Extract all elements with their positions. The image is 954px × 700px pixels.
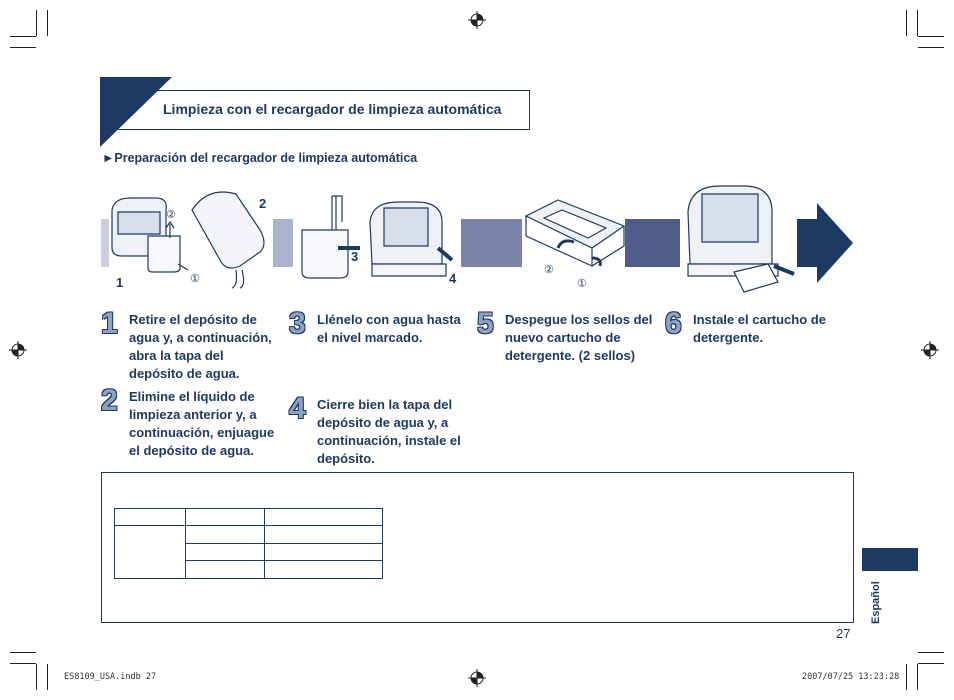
section-header-triangle: [100, 77, 172, 147]
gradient-band: [273, 219, 293, 267]
step-number: 3: [289, 307, 306, 340]
step-1: 1 Retire el depósito de agua y, a contin…: [101, 307, 285, 383]
page-number: 27: [836, 626, 851, 641]
step-number: 4: [289, 392, 306, 425]
figure-label: 3: [351, 249, 359, 264]
table-cell: [185, 508, 265, 526]
fill-water-illustration: [301, 195, 454, 279]
table-row: [114, 525, 383, 579]
crop-mark: [917, 664, 918, 690]
crop-mark: [10, 663, 36, 664]
table-cell: [264, 525, 383, 544]
footer-file: ES8109_USA.indb 27: [64, 672, 157, 682]
table-row: [114, 508, 383, 526]
crop-mark: [918, 36, 944, 37]
crop-mark: [918, 47, 944, 48]
registration-mark-icon: [9, 341, 27, 359]
crop-mark: [36, 10, 37, 36]
section-title: Limpieza con el recargador de limpieza a…: [163, 101, 502, 117]
step-number: 1: [101, 307, 118, 340]
note-box: [101, 472, 854, 623]
language-tab: [862, 548, 918, 571]
figure-callout: ②: [544, 264, 554, 276]
step-number: 6: [665, 307, 682, 340]
cartridge-seals-illustration: [524, 199, 626, 267]
subsection-title: ►Preparación del recargador de limpieza …: [102, 151, 418, 165]
registration-mark-icon: [468, 11, 486, 29]
figure-callout: ①: [577, 278, 587, 290]
step-text: Cierre bien la tapa del depósito de agua…: [317, 397, 461, 466]
crop-mark: [10, 47, 36, 48]
crop-mark: [47, 10, 48, 36]
step-number: 5: [477, 307, 494, 340]
crop-mark: [918, 663, 944, 664]
table-cell: [264, 508, 383, 526]
step-text: Despegue los sellos del nuevo cartucho d…: [505, 312, 653, 363]
table-row: [115, 560, 383, 579]
install-cartridge-illustration: [687, 185, 795, 293]
next-arrow-icon: [797, 203, 853, 283]
section-header-box: [101, 90, 530, 130]
gradient-band: [101, 219, 109, 267]
crop-mark: [918, 652, 944, 653]
table-cell: [185, 560, 265, 579]
crop-mark: [917, 10, 918, 36]
svg-text:②: ②: [166, 208, 176, 221]
crop-mark: [10, 36, 36, 37]
figure-label: 4: [449, 271, 457, 286]
empty-table: [114, 508, 383, 579]
step-text: Retire el depósito de agua y, a continua…: [129, 312, 272, 381]
table-cell: [185, 525, 265, 544]
step-6: 6 Instale el cartucho de detergente.: [665, 307, 849, 347]
language-label: Español: [870, 581, 882, 624]
registration-mark-icon: [921, 341, 939, 359]
step-2: 2 Elimine el líquido de limpieza anterio…: [101, 384, 285, 460]
table-cell: [185, 542, 265, 562]
footer-timestamp: 2007/07/25 13:23:28: [802, 672, 900, 682]
table-cell: [264, 542, 383, 562]
crop-mark: [36, 664, 37, 690]
table-cell: [264, 560, 383, 579]
gradient-band: [461, 219, 522, 267]
svg-text:①: ①: [190, 272, 200, 285]
figure-label: 2: [259, 196, 267, 211]
step-number: 2: [101, 384, 118, 417]
crop-mark: [906, 664, 907, 690]
step-text: Elimine el líquido de limpieza anterior …: [129, 389, 275, 458]
crop-mark: [906, 10, 907, 36]
registration-mark-icon: [468, 669, 486, 687]
refill-station-illustration: ② ①: [111, 191, 265, 289]
figure-label: 1: [116, 275, 124, 290]
step-text: Llénelo con agua hasta el nivel marcado.: [317, 312, 461, 345]
gradient-band: [625, 219, 680, 267]
step-5: 5 Despegue los sellos del nuevo cartucho…: [477, 307, 661, 365]
step-3: 3 Llénelo con agua hasta el nivel marcad…: [289, 307, 473, 347]
table-cell: [114, 508, 186, 526]
step-4: 4 Cierre bien la tapa del depósito de ag…: [289, 392, 473, 468]
step-text: Instale el cartucho de detergente.: [693, 312, 826, 345]
table-row: [115, 542, 383, 562]
table-cell: [114, 525, 186, 579]
crop-mark: [10, 652, 36, 653]
crop-mark: [47, 664, 48, 690]
